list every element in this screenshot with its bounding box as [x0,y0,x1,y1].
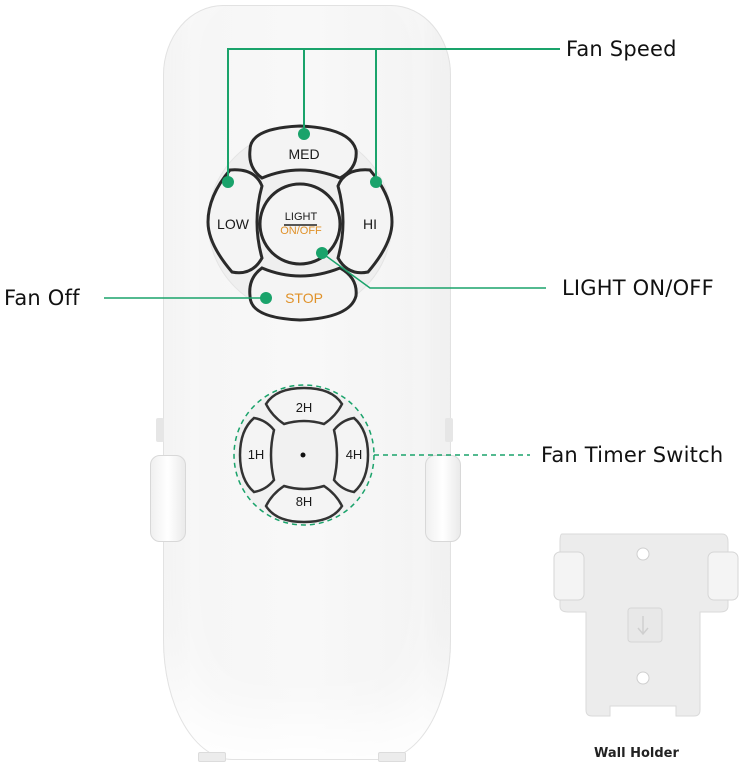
timer-1h-label: 1H [247,447,265,462]
med-button[interactable]: MED [274,146,334,162]
fan-off-callout: Fan Off [4,286,80,310]
wall-holder-caption: Wall Holder [594,746,679,761]
fan-speed-callout: Fan Speed [566,37,677,61]
hi-label: HI [363,216,377,232]
right-clip-tab [445,418,453,442]
on-off-label: ON/OFF [280,225,322,237]
bottom-foot-right [378,752,406,762]
low-label: LOW [217,216,249,232]
light-on-off-button[interactable]: LIGHT ON/OFF [270,210,332,238]
timer-8h-label: 8H [295,494,313,509]
timer-4h-button[interactable]: 4H [338,447,370,462]
light-label: LIGHT [284,211,318,223]
wall-holder-graphic [553,533,739,717]
light-on-off-callout: LIGHT ON/OFF [562,276,714,300]
stop-label: STOP [285,290,323,306]
left-side-clip [150,455,186,542]
left-clip-tab [156,418,164,442]
hi-button[interactable]: HI [350,216,390,232]
bottom-foot-left [198,752,226,762]
stop-button[interactable]: STOP [276,290,332,306]
timer-2h-label: 2H [295,400,313,415]
timer-1h-button[interactable]: 1H [240,447,272,462]
timer-8h-button[interactable]: 8H [284,494,324,509]
low-button[interactable]: LOW [210,216,256,232]
med-label: MED [288,146,320,162]
right-side-clip [425,455,461,542]
timer-2h-button[interactable]: 2H [284,400,324,415]
timer-4h-label: 4H [345,447,363,462]
fan-timer-switch-callout: Fan Timer Switch [541,443,724,467]
